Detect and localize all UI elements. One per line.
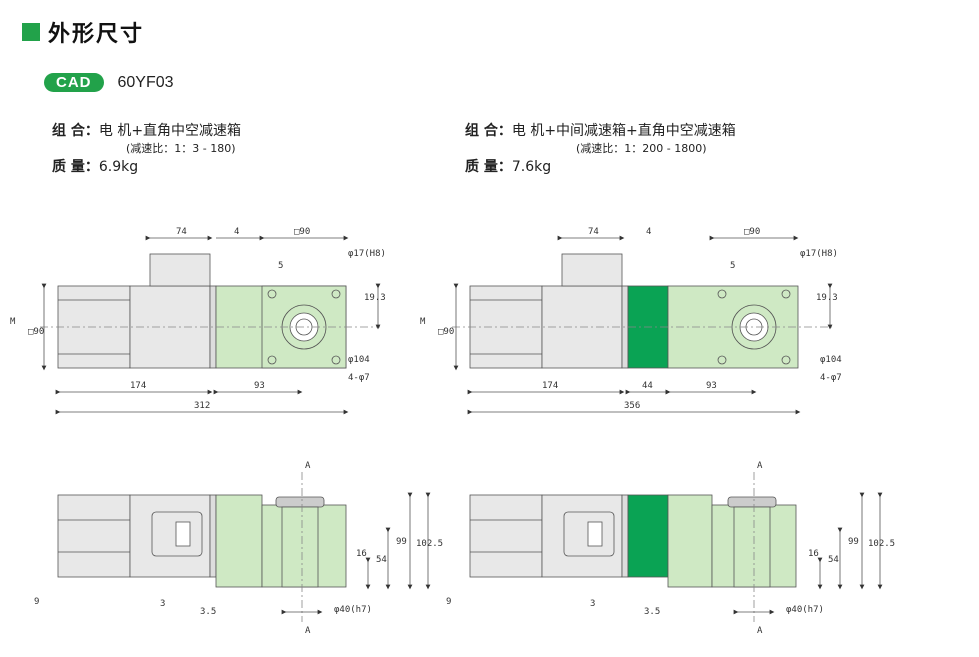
dim-16: 16: [356, 549, 367, 559]
dim-74: 74: [588, 227, 599, 237]
section-a-top: A: [757, 461, 763, 471]
dim-total: 356: [624, 401, 640, 411]
dim-phi104: φ104: [820, 355, 842, 365]
model-number: 60YF03: [117, 73, 174, 91]
dim-bore: φ17(H8): [348, 249, 386, 259]
dim-bore: φ17(H8): [800, 249, 838, 259]
section-a-bottom: A: [305, 626, 311, 636]
mass-label: 质 量：: [52, 159, 99, 175]
right-top-view: [452, 235, 833, 415]
dim-m: M: [420, 317, 426, 327]
cad-button[interactable]: CAD: [44, 73, 104, 92]
dim-54: 54: [376, 555, 387, 565]
ratio-text: (减速比：1：200 - 1800): [576, 142, 707, 155]
mass-value: 7.6kg: [511, 159, 552, 175]
dim-3: 3: [160, 599, 165, 609]
dim-174: 174: [130, 381, 146, 391]
left-top-view: [40, 235, 381, 415]
dim-shaft: φ40(h7): [334, 605, 372, 615]
dim-19-3: 19.3: [816, 293, 838, 303]
dim-key: 5: [278, 261, 283, 271]
combo-label: 组 合：: [52, 123, 99, 139]
dim-sq90: □90: [744, 227, 760, 237]
right-bottom-view: [469, 472, 883, 622]
mass-label: 质 量：: [465, 159, 512, 175]
dim-102-5: 102.5: [868, 539, 895, 549]
dim-phi104: φ104: [348, 355, 370, 365]
dim-44: 44: [642, 381, 653, 391]
dim-54: 54: [828, 555, 839, 565]
combo-label: 组 合：: [465, 123, 512, 139]
dim-3-5: 3.5: [644, 607, 660, 617]
page-header: 外形尺寸: [22, 16, 144, 48]
dim-holes: 4-φ7: [820, 373, 842, 383]
dim-99: 99: [848, 537, 859, 547]
dim-holes: 4-φ7: [348, 373, 370, 383]
left-bottom-view: [57, 472, 431, 622]
dim-3-5: 3.5: [200, 607, 216, 617]
dim-93: 93: [254, 381, 265, 391]
dim-sq90: □90: [294, 227, 310, 237]
dim-3: 3: [590, 599, 595, 609]
mass-value: 6.9kg: [98, 159, 139, 175]
right-spec: 组 合：电 机+中间减速箱+直角中空减速箱 (减速比：1：200 - 1800)…: [465, 121, 736, 177]
dim-key: 5: [730, 261, 735, 271]
dim-total: 312: [194, 401, 210, 411]
dim-m: M: [10, 317, 16, 327]
dim-4: 4: [646, 227, 651, 237]
cad-row: CAD 60YF03: [44, 73, 174, 92]
title-marker-icon: [22, 23, 40, 41]
dim-19-3: 19.3: [364, 293, 386, 303]
dim-motor-sq: □90: [438, 327, 454, 337]
dim-99: 99: [396, 537, 407, 547]
section-a-top: A: [305, 461, 311, 471]
dim-16: 16: [808, 549, 819, 559]
combo-value: 电 机+中间减速箱+直角中空减速箱: [511, 123, 736, 139]
left-spec: 组 合：电 机+直角中空减速箱 (减速比：1：3 - 180) 质 量：6.9k…: [52, 121, 241, 177]
page-title: 外形尺寸: [48, 22, 145, 47]
dim-9: 9: [34, 597, 39, 607]
ratio-text: (减速比：1：3 - 180): [126, 142, 236, 155]
dim-93: 93: [706, 381, 717, 391]
dim-motor-sq: □90: [28, 327, 44, 337]
dim-102-5: 102.5: [416, 539, 443, 549]
dim-4: 4: [234, 227, 239, 237]
combo-value: 电 机+直角中空减速箱: [98, 123, 242, 139]
dim-9: 9: [446, 597, 451, 607]
dim-shaft: φ40(h7): [786, 605, 824, 615]
dim-174: 174: [542, 381, 558, 391]
terminal-box: [149, 253, 211, 287]
section-a-bottom: A: [757, 626, 763, 636]
dim-74: 74: [176, 227, 187, 237]
